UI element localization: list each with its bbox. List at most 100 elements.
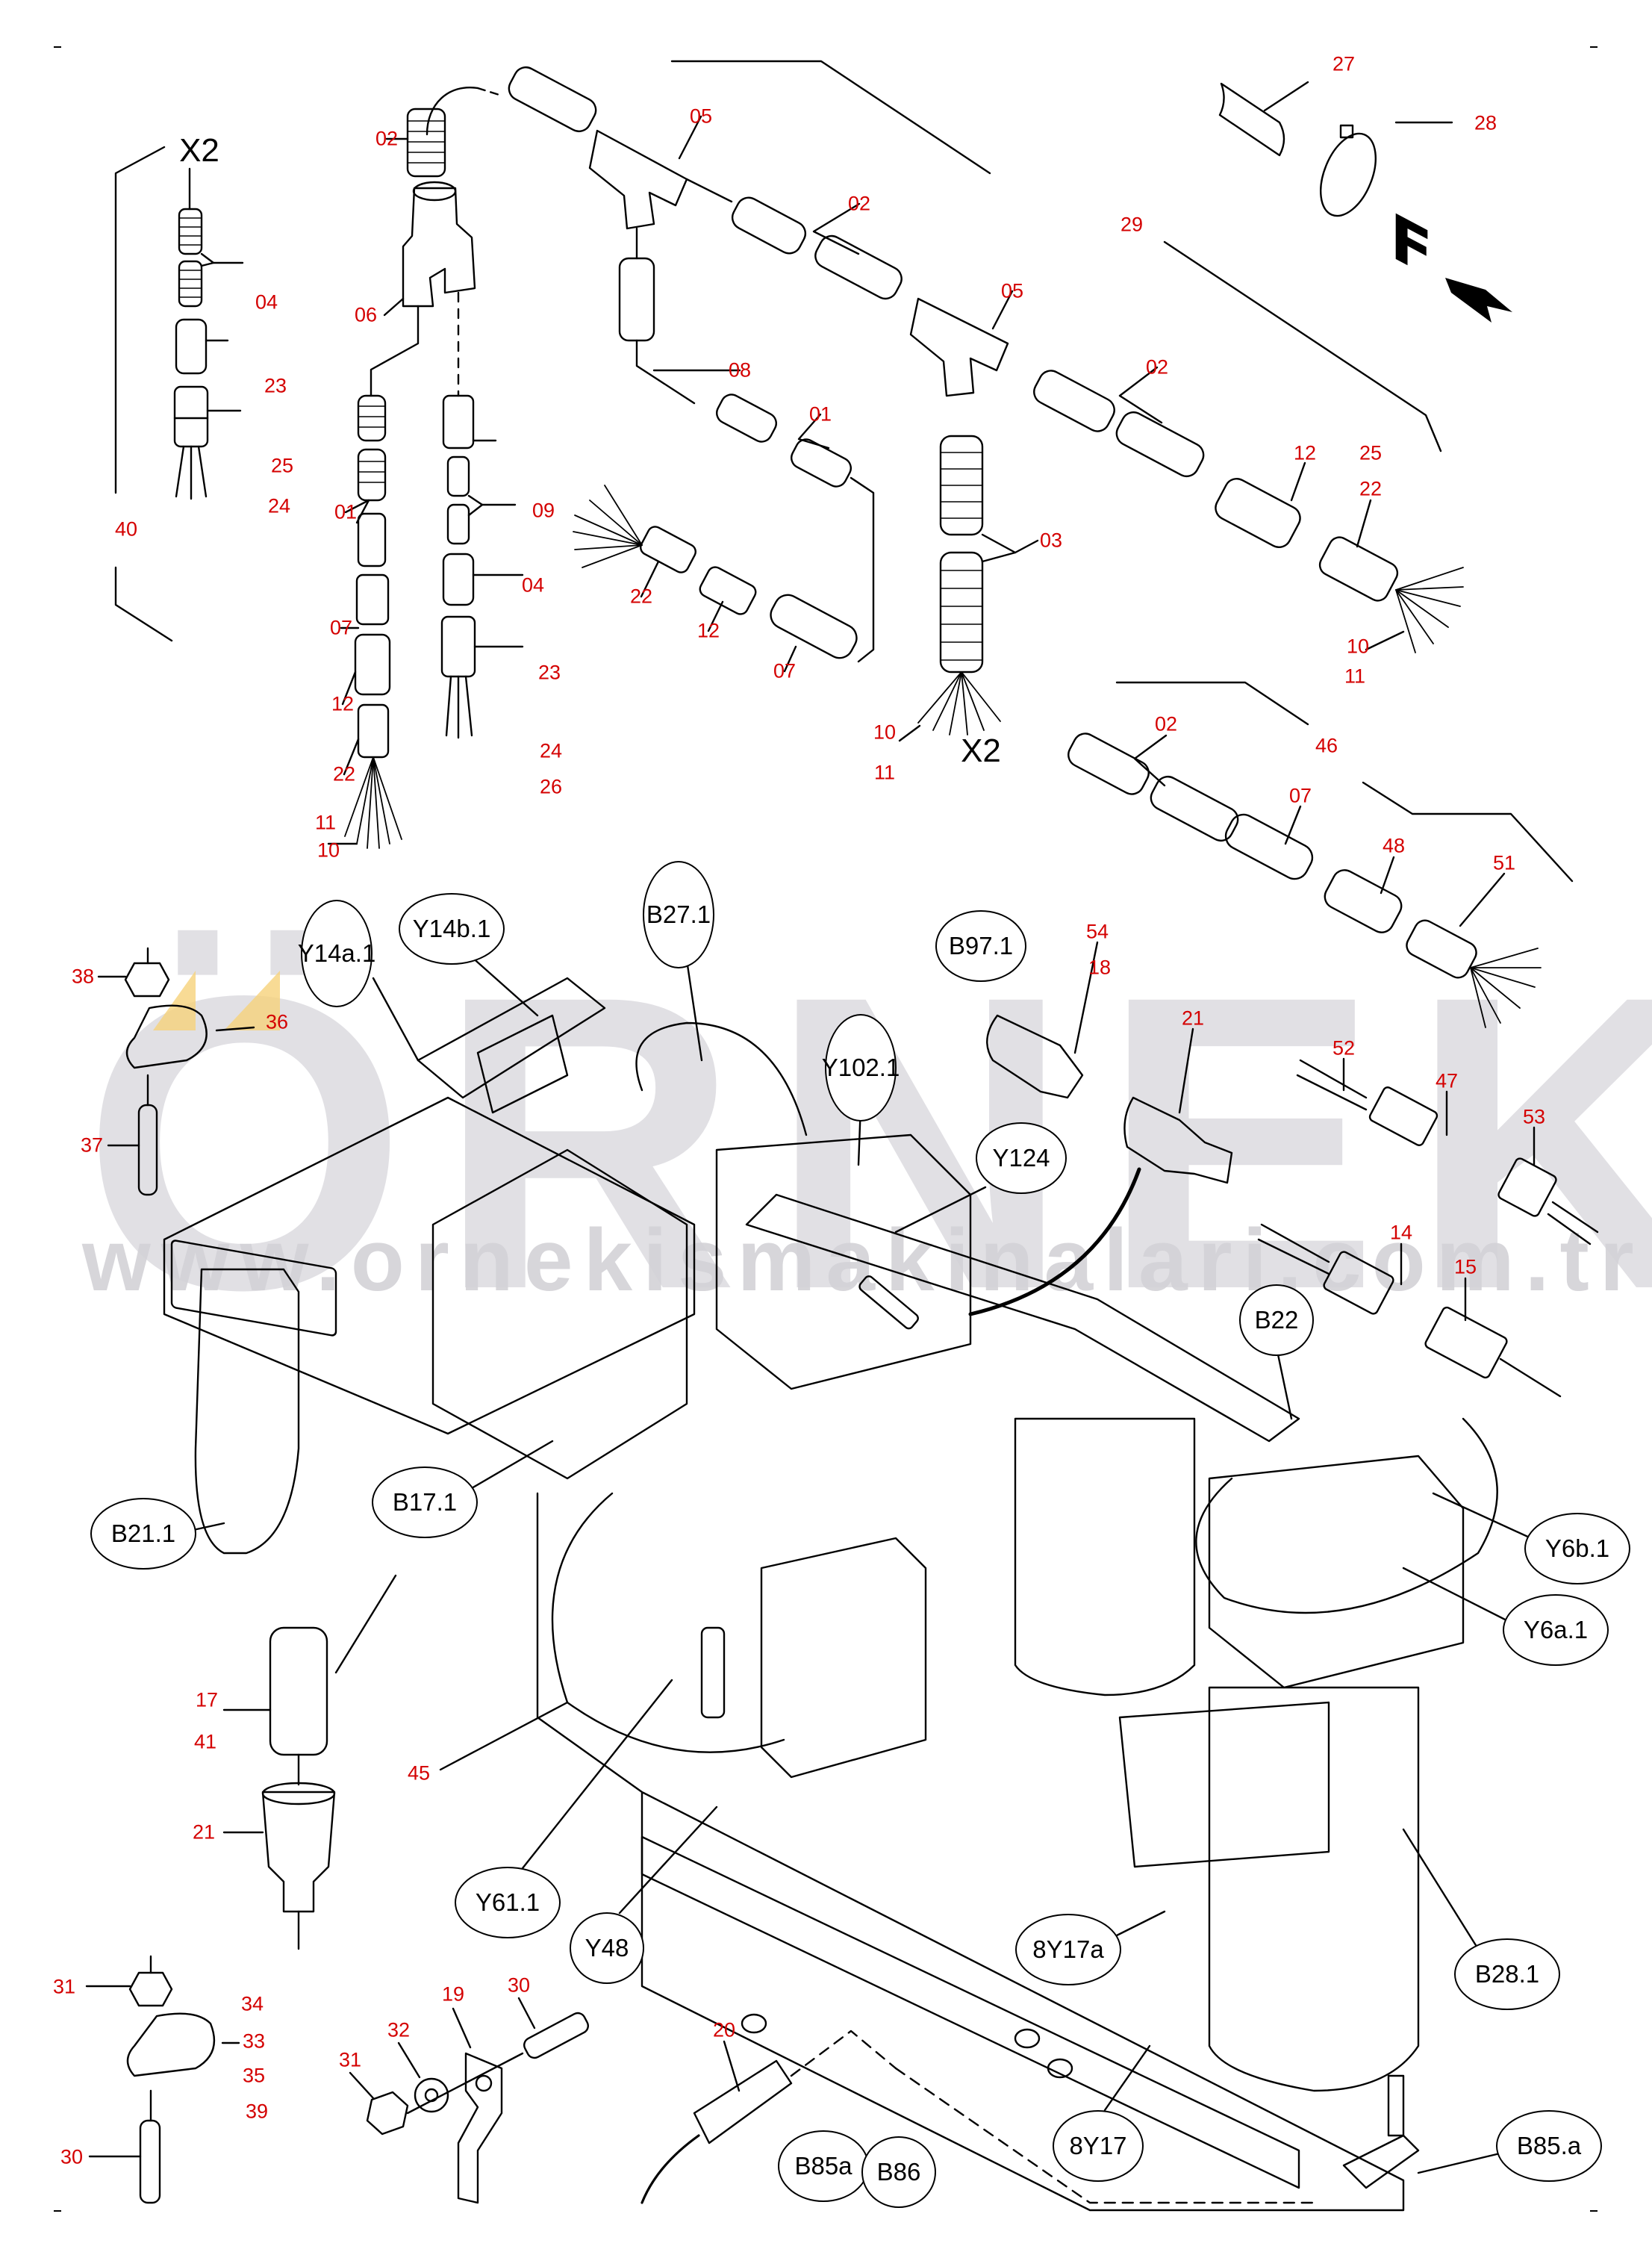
- hose-loop-icon: [1195, 1417, 1498, 1614]
- component-tag[interactable]: Y48: [570, 1912, 644, 1984]
- cable-gland-icon: [440, 615, 476, 678]
- part-callout[interactable]: 51: [1492, 851, 1516, 874]
- part-callout[interactable]: 46: [1315, 734, 1338, 757]
- component-tag[interactable]: 8Y17a: [1015, 1914, 1121, 1985]
- part-callout[interactable]: 02: [1154, 712, 1178, 735]
- part-callout[interactable]: 29: [1120, 213, 1144, 236]
- part-callout[interactable]: 27: [1332, 52, 1356, 75]
- part-callout[interactable]: 52: [1332, 1036, 1356, 1060]
- part-callout[interactable]: 35: [242, 2064, 266, 2087]
- part-callout[interactable]: 21: [192, 1820, 216, 1844]
- corrugated-tube-icon: [446, 503, 470, 545]
- component-tag[interactable]: B17.1: [372, 1466, 478, 1538]
- component-tag[interactable]: B97.1: [935, 910, 1026, 982]
- corrugated-tube-icon: [446, 455, 470, 497]
- part-callout[interactable]: 07: [1288, 784, 1312, 807]
- quantity-multiplier: X2: [961, 733, 1001, 769]
- part-callout[interactable]: 11: [1344, 665, 1366, 688]
- part-callout[interactable]: 25: [1359, 441, 1383, 464]
- part-callout[interactable]: 28: [1474, 111, 1497, 134]
- hex-nut-icon: [124, 962, 170, 998]
- component-tag[interactable]: B85.a: [1496, 2110, 1602, 2182]
- part-callout[interactable]: 30: [60, 2145, 84, 2168]
- part-callout[interactable]: 24: [539, 739, 563, 762]
- part-callout[interactable]: 24: [267, 494, 291, 517]
- part-callout[interactable]: 07: [329, 616, 353, 639]
- hose-loop-icon: [635, 1021, 808, 1136]
- direction-arrow-icon: [1445, 278, 1512, 323]
- component-tag[interactable]: Y6a.1: [1503, 1594, 1609, 1666]
- component-tag[interactable]: B86: [861, 2136, 936, 2208]
- part-callout[interactable]: 34: [240, 1992, 264, 2015]
- part-callout[interactable]: 12: [1293, 441, 1317, 464]
- part-callout[interactable]: 23: [537, 661, 561, 684]
- part-callout[interactable]: 06: [354, 303, 378, 326]
- component-tag[interactable]: B85a: [778, 2130, 869, 2202]
- part-callout[interactable]: 19: [441, 1982, 465, 2006]
- part-callout[interactable]: 03: [1039, 529, 1063, 552]
- part-callout[interactable]: 36: [265, 1010, 289, 1033]
- component-tag[interactable]: 8Y17: [1053, 2110, 1144, 2182]
- component-tag[interactable]: Y124: [976, 1122, 1067, 1194]
- part-callout[interactable]: 22: [1359, 477, 1383, 500]
- part-callout[interactable]: 15: [1453, 1255, 1477, 1278]
- part-callout[interactable]: 48: [1382, 834, 1406, 857]
- sleeve-icon: [770, 594, 858, 659]
- part-callout[interactable]: 11: [873, 761, 896, 784]
- part-callout[interactable]: 31: [338, 2048, 362, 2071]
- pressure-sensor-icon: [269, 1626, 328, 1756]
- part-callout[interactable]: 11: [314, 811, 337, 834]
- component-tag[interactable]: Y61.1: [455, 1867, 561, 1938]
- part-callout[interactable]: 07: [773, 659, 797, 682]
- component-tag[interactable]: Y102.1: [822, 1014, 900, 1122]
- part-callout[interactable]: 12: [696, 619, 720, 642]
- part-callout[interactable]: 47: [1435, 1069, 1459, 1092]
- component-tag[interactable]: Y14b.1: [399, 893, 505, 965]
- part-callout[interactable]: 26: [539, 775, 563, 798]
- part-callout[interactable]: 22: [332, 762, 356, 786]
- part-callout[interactable]: 32: [387, 2018, 411, 2041]
- part-callout[interactable]: 53: [1522, 1105, 1546, 1128]
- component-tag[interactable]: B21.1: [90, 1498, 196, 1570]
- part-callout[interactable]: 05: [1000, 279, 1024, 302]
- part-callout[interactable]: 45: [407, 1761, 431, 1785]
- part-callout[interactable]: 14: [1389, 1221, 1413, 1244]
- part-callout[interactable]: 41: [193, 1730, 217, 1753]
- part-callout[interactable]: 08: [728, 358, 752, 382]
- part-callout[interactable]: 40: [114, 517, 138, 541]
- part-callout[interactable]: 18: [1088, 956, 1112, 979]
- part-callout[interactable]: 17: [195, 1688, 219, 1711]
- threaded-stud-icon: [137, 1104, 158, 1196]
- part-callout[interactable]: 01: [808, 402, 832, 426]
- part-callout[interactable]: 33: [242, 2030, 266, 2053]
- component-tag[interactable]: Y6b.1: [1524, 1513, 1630, 1584]
- part-callout[interactable]: 54: [1085, 920, 1109, 943]
- part-callout[interactable]: 22: [629, 585, 653, 608]
- part-callout[interactable]: 10: [317, 839, 340, 862]
- part-callout[interactable]: 12: [331, 692, 355, 715]
- part-callout[interactable]: 02: [847, 192, 871, 215]
- part-callout[interactable]: 38: [71, 965, 95, 988]
- part-callout[interactable]: 20: [712, 2018, 736, 2041]
- part-callout[interactable]: 37: [80, 1133, 104, 1157]
- part-callout[interactable]: 04: [255, 290, 278, 314]
- part-callout[interactable]: 10: [1346, 635, 1370, 658]
- part-callout[interactable]: 10: [873, 721, 897, 744]
- tee-fitting-icon: [1342, 2134, 1420, 2189]
- component-tag[interactable]: B22: [1239, 1284, 1314, 1356]
- part-callout[interactable]: 09: [532, 499, 555, 522]
- part-callout[interactable]: 30: [507, 1973, 531, 1997]
- part-callout[interactable]: 25: [270, 454, 294, 477]
- component-tag[interactable]: B27.1: [643, 861, 714, 968]
- part-callout[interactable]: 39: [245, 2100, 269, 2123]
- component-tag[interactable]: B28.1: [1454, 1938, 1560, 2010]
- part-callout[interactable]: 23: [264, 374, 287, 397]
- part-callout[interactable]: 02: [375, 127, 399, 150]
- part-callout[interactable]: 02: [1145, 355, 1169, 379]
- component-tag[interactable]: Y14a.1: [298, 900, 375, 1007]
- part-callout[interactable]: 31: [52, 1975, 76, 1998]
- part-callout[interactable]: 04: [521, 573, 545, 597]
- part-callout[interactable]: 05: [689, 105, 713, 128]
- part-callout[interactable]: 21: [1181, 1007, 1205, 1030]
- part-callout[interactable]: 01: [334, 500, 358, 523]
